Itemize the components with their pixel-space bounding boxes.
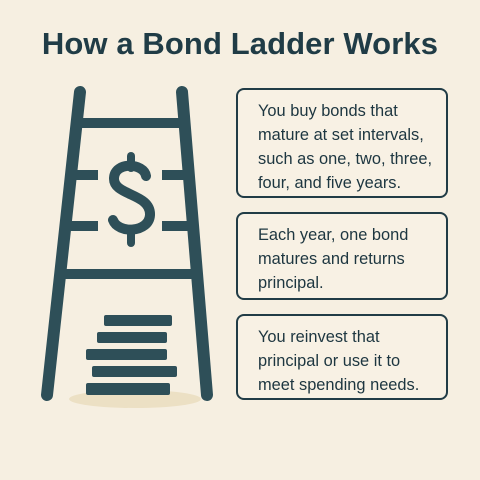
step-text-1: You buy bonds that mature at set interva… — [258, 102, 433, 192]
page-title: How a Bond Ladder Works — [41, 26, 439, 61]
step-card-2: Each year, one bond matures and returns … — [236, 212, 448, 300]
coin-stack-icon — [69, 315, 201, 408]
dollar-sign-icon — [98, 147, 162, 247]
step-text-3: You reinvest that principal or use it to… — [258, 328, 420, 394]
step-card-3: You reinvest that principal or use it to… — [236, 314, 448, 400]
step-card-1: You buy bonds that mature at set interva… — [236, 88, 448, 198]
step-text-2: Each year, one bond matures and returns … — [258, 226, 409, 292]
ladder-icon — [41, 86, 213, 401]
